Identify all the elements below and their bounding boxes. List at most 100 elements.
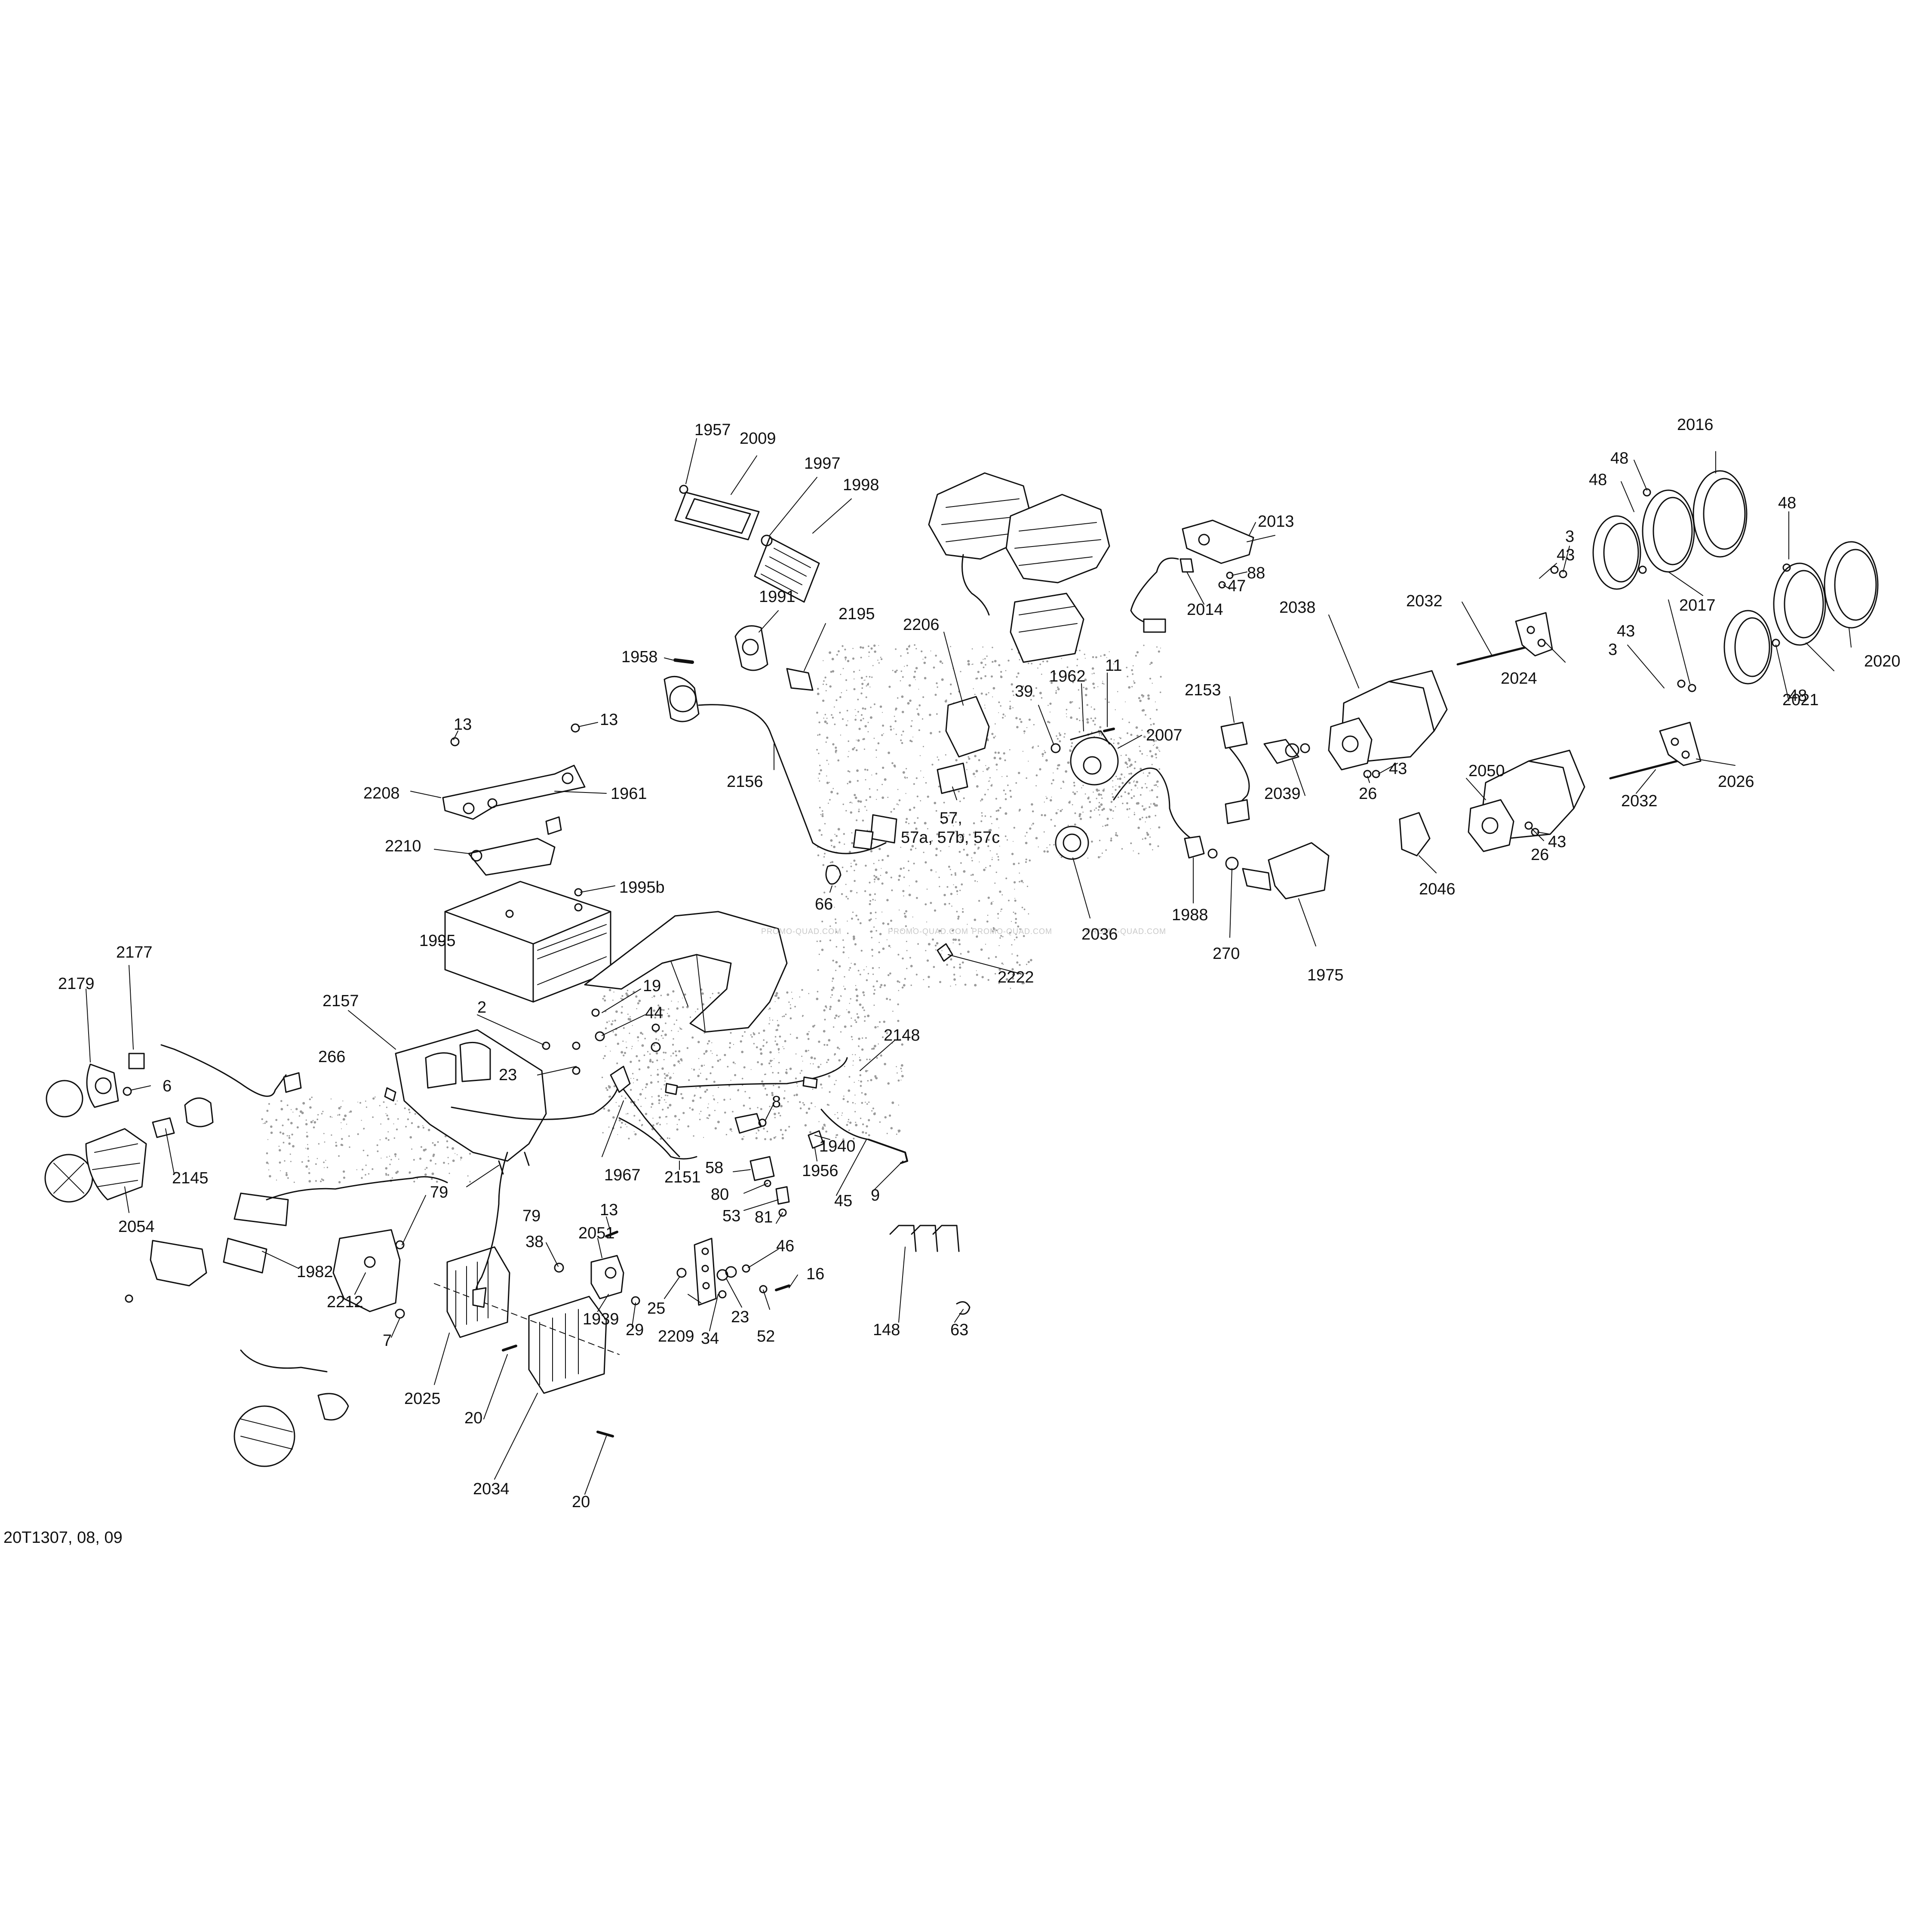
speckle-dot bbox=[1048, 722, 1050, 724]
speckle-dot bbox=[298, 1115, 301, 1117]
speckle-dot bbox=[891, 928, 893, 930]
speckle-dot bbox=[1100, 856, 1101, 857]
speckle-dot bbox=[679, 1027, 680, 1028]
speckle-dot bbox=[890, 1127, 893, 1130]
speckle-dot bbox=[795, 1077, 797, 1080]
callout-label: 2208 bbox=[363, 784, 400, 802]
speckle-dot bbox=[1007, 660, 1010, 662]
speckle-dot bbox=[855, 749, 858, 752]
speckle-dot bbox=[1133, 767, 1136, 769]
speckle-dot bbox=[972, 772, 975, 775]
speckle-dot bbox=[765, 1073, 766, 1075]
speckle-dot bbox=[850, 802, 851, 803]
speckle-dot bbox=[661, 1097, 662, 1098]
speckle-dot bbox=[834, 886, 836, 888]
speckle-dot bbox=[602, 1132, 604, 1133]
speckle-dot bbox=[964, 983, 967, 986]
speckle-dot bbox=[1153, 745, 1154, 746]
speckle-dot bbox=[1001, 962, 1003, 964]
speckle-dot bbox=[1015, 717, 1018, 719]
speckle-dot bbox=[874, 881, 875, 883]
speckle-dot bbox=[630, 1016, 631, 1017]
speckle-dot bbox=[1014, 888, 1015, 890]
screw-43-d bbox=[1677, 679, 1686, 688]
speckle-dot bbox=[998, 712, 999, 713]
speckle-dot bbox=[1063, 736, 1065, 738]
speckle-dot bbox=[957, 894, 958, 895]
speckle-dot bbox=[779, 1115, 781, 1117]
speckle-dot bbox=[1019, 718, 1021, 720]
callout-label: 2206 bbox=[903, 616, 940, 634]
speckle-dot bbox=[1062, 780, 1064, 783]
speckle-dot bbox=[896, 1133, 897, 1135]
speckle-dot bbox=[851, 832, 853, 834]
speckle-dot bbox=[851, 918, 853, 920]
speckle-dot bbox=[818, 1121, 820, 1122]
speckle-dot bbox=[624, 1097, 627, 1100]
speckle-dot bbox=[1012, 977, 1014, 980]
speckle-dot bbox=[971, 857, 973, 859]
speckle-dot bbox=[1019, 659, 1020, 660]
speckle-dot bbox=[1142, 817, 1143, 819]
speckle-dot bbox=[869, 882, 871, 884]
speckle-dot bbox=[910, 848, 912, 851]
speckle-dot bbox=[651, 1103, 654, 1105]
speckle-dot bbox=[316, 1118, 319, 1121]
socket-2039 bbox=[1263, 739, 1310, 764]
callout-label: 3 bbox=[1565, 528, 1574, 546]
speckle-dot bbox=[896, 803, 898, 805]
callout-label: 2145 bbox=[172, 1169, 209, 1187]
speckle-dot bbox=[829, 782, 830, 783]
speckle-dot bbox=[288, 1142, 291, 1145]
speckle-dot bbox=[637, 1099, 639, 1101]
speckle-dot bbox=[316, 1158, 318, 1159]
speckle-dot bbox=[910, 984, 912, 986]
speckle-dot bbox=[706, 1089, 708, 1091]
speckle-dot bbox=[734, 1074, 737, 1076]
speckle-dot bbox=[1045, 759, 1048, 762]
speckle-dot bbox=[771, 1092, 774, 1094]
speckle-dot bbox=[779, 1080, 781, 1082]
speckle-dot bbox=[411, 1148, 413, 1150]
speckle-dot bbox=[420, 1146, 422, 1148]
speckle-dot bbox=[1157, 845, 1159, 847]
speckle-dot bbox=[850, 811, 853, 814]
speckle-dot bbox=[913, 806, 915, 809]
speckle-dot bbox=[655, 1038, 657, 1040]
speckle-dot bbox=[389, 1155, 390, 1157]
speckle-dot bbox=[280, 1100, 283, 1102]
speckle-dot bbox=[901, 1075, 904, 1078]
speckle-dot bbox=[287, 1118, 289, 1121]
speckle-dot bbox=[959, 966, 961, 969]
speckle-dot bbox=[697, 1008, 699, 1010]
speckle-dot bbox=[1101, 734, 1103, 736]
speckle-dot bbox=[1149, 843, 1152, 846]
speckle-dot bbox=[650, 1081, 653, 1084]
speckle-dot bbox=[417, 1178, 418, 1179]
speckle-dot bbox=[890, 876, 892, 878]
speckle-dot bbox=[853, 671, 855, 673]
speckle-dot bbox=[349, 1146, 350, 1148]
speckle-dot bbox=[1005, 877, 1007, 879]
speckle-dot bbox=[729, 1128, 732, 1131]
speckle-dot bbox=[817, 777, 819, 779]
speckle-dot bbox=[979, 861, 980, 863]
speckle-dot bbox=[697, 1075, 700, 1077]
speckle-dot bbox=[391, 1177, 393, 1179]
speckle-dot bbox=[667, 1106, 669, 1109]
speckle-dot bbox=[796, 1093, 798, 1096]
speckle-dot bbox=[1043, 831, 1045, 833]
speckle-dot bbox=[880, 657, 882, 658]
speckle-dot bbox=[1053, 844, 1055, 846]
speckle-dot bbox=[879, 986, 882, 988]
speckle-dot bbox=[343, 1176, 346, 1179]
speckle-dot bbox=[666, 1074, 669, 1077]
speckle-dot bbox=[892, 670, 894, 671]
speckle-dot bbox=[998, 968, 1001, 971]
speckle-dot bbox=[667, 993, 670, 996]
speckle-dot bbox=[992, 838, 995, 841]
speckle-dot bbox=[998, 701, 1000, 703]
speckle-dot bbox=[1026, 727, 1028, 728]
speckle-dot bbox=[322, 1179, 324, 1181]
speckle-dot bbox=[1014, 900, 1017, 902]
